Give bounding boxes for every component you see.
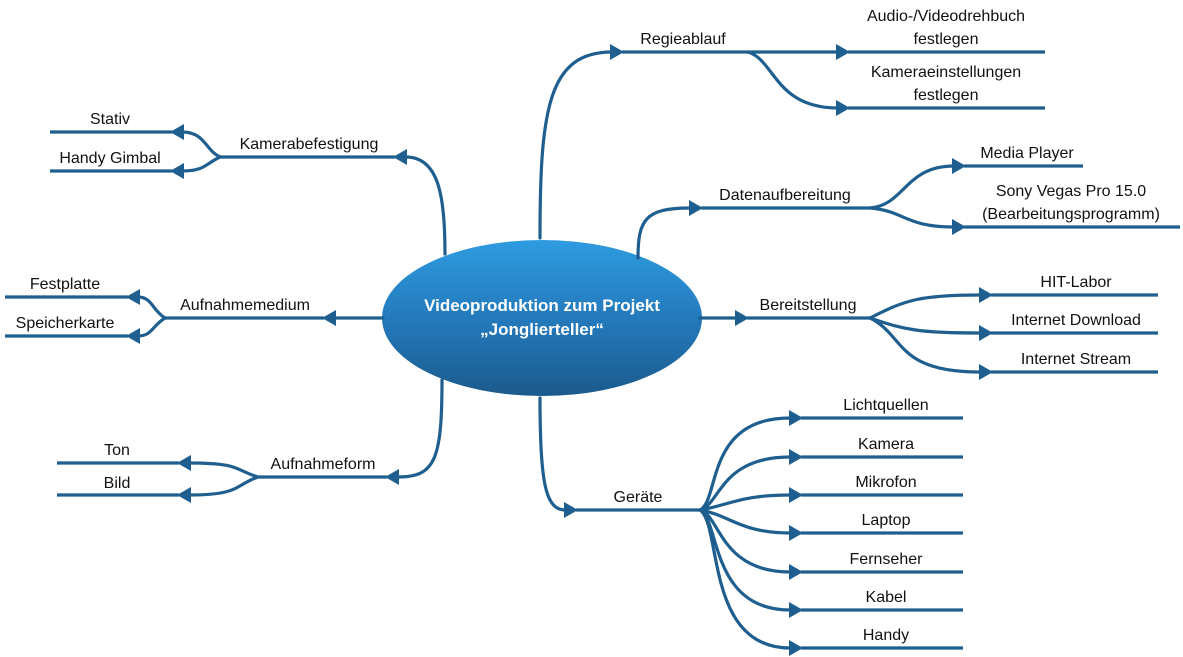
- branch-regieablauf: Regieablauf Audio-/Videodrehbuch festleg…: [538, 8, 1045, 240]
- node-bereitstellung[interactable]: Bereitstellung: [760, 297, 857, 314]
- arrow-head: [789, 640, 803, 656]
- center-title-line2: „Jonglierteller“: [480, 320, 604, 339]
- connector-geraete-lichtquellen: [698, 416, 792, 512]
- node-mikrofon[interactable]: Mikrofon: [855, 474, 916, 491]
- arrow-head: [126, 328, 140, 344]
- arrow-head: [789, 449, 803, 465]
- node-stream[interactable]: Internet Stream: [1021, 351, 1131, 368]
- connector-aufnahmemedium-festplatte: [136, 295, 167, 320]
- branch-bereitstellung: Bereitstellung HIT-Labor Internet Downlo…: [698, 274, 1158, 380]
- arrow-head: [789, 602, 803, 618]
- connector-geraete-laptop: [698, 508, 792, 535]
- connector-center-regieablauf: [538, 50, 614, 240]
- node-aufnahmeform[interactable]: Aufnahmeform: [271, 456, 376, 473]
- node-speicherkarte[interactable]: Speicherkarte: [16, 315, 115, 332]
- node-laptop[interactable]: Laptop: [862, 512, 911, 529]
- connector-center-datenaufbereitung: [636, 206, 692, 260]
- connector-datenaufbereitung-mediaplayer: [868, 164, 956, 210]
- arrow-head: [735, 310, 749, 326]
- node-sonyvegas-line1[interactable]: Sony Vegas Pro 15.0: [996, 183, 1146, 200]
- arrow-head: [126, 289, 140, 305]
- connector-center-aufnahmeform: [396, 378, 444, 479]
- node-gimbal[interactable]: Handy Gimbal: [59, 150, 160, 167]
- arrow-head: [789, 564, 803, 580]
- arrow-head: [322, 310, 336, 326]
- connector-bereitstellung-download: [868, 316, 982, 335]
- node-festplatte[interactable]: Festplatte: [30, 276, 100, 293]
- branch-aufnahmemedium: Aufnahmemedium Festplatte Speicherkarte: [5, 276, 385, 344]
- node-bild[interactable]: Bild: [104, 475, 131, 492]
- arrow-head: [979, 287, 993, 303]
- arrow-head: [789, 525, 803, 541]
- arrow-head: [385, 469, 399, 485]
- node-kameraeinstellungen-line2[interactable]: festlegen: [914, 87, 979, 104]
- arrow-head: [979, 364, 993, 380]
- arrow-head: [170, 124, 184, 140]
- arrow-head: [979, 325, 993, 341]
- branch-datenaufbereitung: Datenaufbereitung Media Player Sony Vega…: [636, 145, 1180, 260]
- arrow-head: [789, 410, 803, 426]
- node-datenaufbereitung[interactable]: Datenaufbereitung: [719, 187, 851, 204]
- arrow-head: [393, 149, 407, 165]
- connector-center-geraete: [538, 396, 567, 512]
- arrow-head: [564, 502, 578, 518]
- node-kamerabefestigung[interactable]: Kamerabefestigung: [240, 136, 379, 153]
- node-handy[interactable]: Handy: [863, 627, 909, 644]
- connector-aufnahmeform-bild: [188, 475, 260, 497]
- branch-aufnahmeform: Aufnahmeform Ton Bild: [57, 378, 444, 503]
- node-kameraeinstellungen-line1[interactable]: Kameraeinstellungen: [871, 64, 1021, 81]
- connector-bereitstellung-hitlabor: [868, 293, 982, 320]
- connector-geraete-handy: [698, 508, 792, 650]
- node-fernseher[interactable]: Fernseher: [850, 551, 924, 568]
- center-ellipse: [382, 240, 702, 396]
- branch-geraete: Geräte Lichtquellen Kamera Mikrofon Lapt…: [538, 396, 963, 656]
- node-hitlabor[interactable]: HIT-Labor: [1040, 274, 1112, 291]
- node-kabel[interactable]: Kabel: [866, 589, 907, 606]
- arrow-head: [836, 44, 850, 60]
- arrow-head: [952, 219, 966, 235]
- connector-geraete-kamera: [698, 455, 792, 512]
- connector-kamerabefestigung-stativ: [180, 130, 222, 159]
- node-drehbuch-line2[interactable]: festlegen: [914, 31, 979, 48]
- connector-center-kamerabefestigung: [404, 155, 447, 256]
- node-sonyvegas-line2[interactable]: (Bearbeitungsprogramm): [982, 206, 1160, 223]
- node-ton[interactable]: Ton: [104, 442, 130, 459]
- connector-bereitstellung-stream: [868, 316, 982, 374]
- center-node[interactable]: Videoproduktion zum Projekt „Jongliertel…: [382, 240, 702, 396]
- connector-geraete-fernseher: [698, 508, 792, 574]
- node-download[interactable]: Internet Download: [1011, 312, 1141, 329]
- node-aufnahmemedium[interactable]: Aufnahmemedium: [180, 297, 310, 314]
- arrow-head: [836, 100, 850, 116]
- node-stativ[interactable]: Stativ: [90, 111, 130, 128]
- arrow-head: [789, 487, 803, 503]
- connector-aufnahmeform-ton: [188, 461, 260, 479]
- node-geraete[interactable]: Geräte: [614, 489, 663, 506]
- arrow-head: [170, 163, 184, 179]
- connector-aufnahmemedium-speicherkarte: [136, 316, 167, 338]
- branch-kamerabefestigung: Kamerabefestigung Stativ Handy Gimbal: [50, 111, 447, 256]
- connector-datenaufbereitung-sonyvegas: [868, 206, 956, 229]
- arrow-head: [177, 455, 191, 471]
- connector-kamerabefestigung-gimbal: [180, 155, 222, 173]
- arrow-head: [689, 200, 703, 216]
- connector-geraete-mikrofon: [698, 493, 792, 512]
- node-mediaplayer[interactable]: Media Player: [980, 145, 1074, 162]
- connector-regieablauf-kamera: [746, 50, 840, 110]
- arrow-head: [610, 44, 624, 60]
- node-regieablauf[interactable]: Regieablauf: [640, 31, 726, 48]
- arrow-head: [952, 158, 966, 174]
- node-kamera[interactable]: Kamera: [858, 436, 914, 453]
- center-title-line1: Videoproduktion zum Projekt: [424, 296, 660, 315]
- node-drehbuch-line1[interactable]: Audio-/Videodrehbuch: [867, 8, 1025, 25]
- arrow-head: [177, 487, 191, 503]
- node-lichtquellen[interactable]: Lichtquellen: [843, 397, 928, 414]
